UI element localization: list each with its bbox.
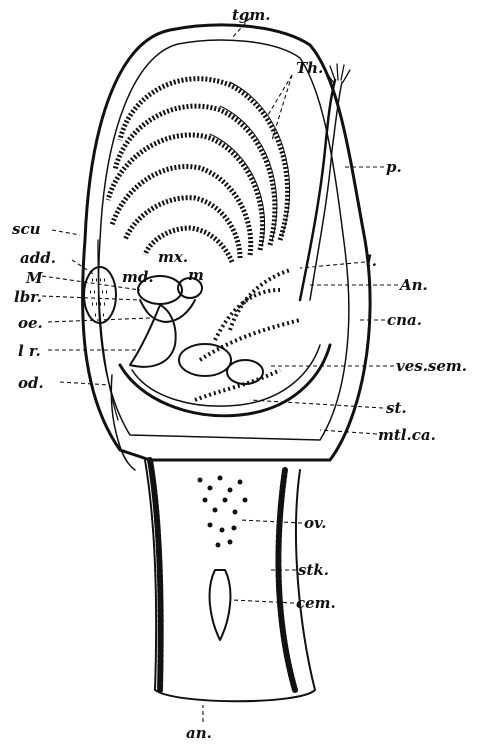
label-ov: ov.	[304, 514, 326, 532]
label-od: od.	[18, 374, 44, 392]
cement-gland	[210, 570, 231, 640]
label-m-small: m	[188, 266, 204, 284]
label-an: An.	[398, 276, 428, 294]
stomach	[120, 345, 330, 416]
label-stk: stk.	[298, 561, 329, 579]
label-lr: l r.	[18, 342, 41, 360]
label-cna: cna.	[387, 311, 422, 329]
label-an-bottom: an.	[186, 724, 212, 742]
label-scu: scu	[12, 220, 41, 238]
label-ves-sem: ves.sem.	[396, 357, 467, 375]
label-th: Th.	[296, 59, 323, 77]
label-tgm: tgm.	[232, 6, 271, 24]
label-oe: oe.	[18, 314, 43, 332]
label-mx: mx.	[158, 248, 188, 266]
label-st: st.	[386, 399, 407, 417]
label-lbr: lbr.	[14, 288, 42, 306]
label-p: p.	[386, 158, 402, 176]
label-cem: cem.	[296, 594, 336, 612]
label-add: add.	[20, 249, 56, 267]
label-l: l.	[366, 252, 377, 270]
oesophagus	[130, 305, 176, 367]
label-md: md.	[122, 268, 154, 286]
vesicula-seminalis-2	[227, 360, 263, 384]
figure-labels: tgm. Th. p. scu add. mx. M md. m l. An. …	[12, 6, 467, 742]
label-m-upper: M	[25, 269, 43, 287]
label-mtl-ca: mtl.ca.	[378, 426, 436, 444]
capitulum-outer-outline	[83, 25, 371, 460]
prosoma-appendages	[195, 270, 300, 400]
stalk-right-wall	[278, 470, 295, 690]
vesicula-seminalis	[179, 344, 231, 376]
ovary-granules	[198, 476, 248, 548]
